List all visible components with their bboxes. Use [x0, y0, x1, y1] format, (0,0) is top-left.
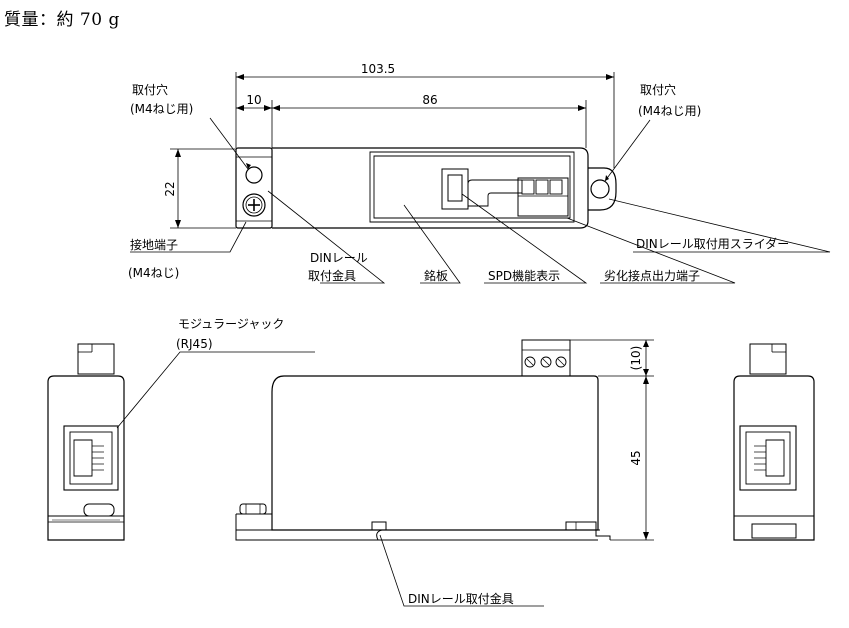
label-spd-indicator: SPD機能表示	[488, 268, 560, 283]
side-body-right	[733, 375, 815, 541]
label-mount-hole-left: 取付穴	[132, 82, 168, 97]
dim-overall: 103.5	[361, 62, 395, 76]
dim-height: 45	[629, 450, 643, 465]
label-degradation-output: 劣化接点出力端子	[604, 268, 700, 283]
rj45-jack-right	[739, 425, 797, 491]
label-din-clamp-line1: DINレール	[310, 251, 368, 265]
nameplate-outline	[373, 155, 571, 219]
ground-screw-front	[239, 503, 267, 515]
label-din-clamp-line2: 取付金具	[308, 268, 356, 283]
dim-body: 86	[422, 93, 437, 107]
label-mount-hole-right: 取付穴	[640, 82, 676, 97]
din-clamp-plate	[235, 147, 273, 229]
label-mount-hole-left-note: (M4ねじ用)	[130, 102, 193, 116]
left-side-view	[47, 343, 315, 541]
mount-hole-right	[590, 179, 610, 199]
top-view	[130, 72, 831, 284]
ground-screw	[242, 193, 266, 217]
label-modular-jack-note: (RJ45)	[176, 337, 213, 351]
front-view	[235, 339, 654, 607]
label-mount-hole-right-note: (M4ねじ用)	[638, 104, 701, 118]
label-ground-terminal-note: (M4ねじ)	[128, 266, 179, 280]
right-side-view	[733, 343, 815, 541]
rj45-jack	[63, 425, 119, 491]
din-slider	[588, 167, 617, 211]
weight-note: 質量：約 70 g	[4, 10, 120, 30]
label-din-clamp-bottom: DINレール取付金具	[408, 591, 514, 606]
label-ground-terminal: 接地端子	[130, 237, 178, 252]
label-modular-jack: モジュラージャック	[178, 317, 284, 331]
dim-clamp-offset: 10	[246, 93, 261, 107]
din-groove	[371, 521, 387, 530]
dim-terminal-height: (10)	[629, 346, 643, 371]
device-body-top	[272, 147, 589, 229]
mount-hole-left	[245, 166, 263, 184]
terminal-block-front	[521, 339, 571, 377]
label-nameplate: 銘板	[424, 268, 448, 283]
side-body-left	[47, 375, 125, 541]
dim-width: 22	[163, 181, 177, 196]
label-din-slider: DINレール取付用スライダー	[636, 236, 789, 251]
device-body-front	[271, 375, 599, 531]
terminal-block-top	[517, 177, 569, 217]
spd-indicator-window	[447, 174, 463, 202]
